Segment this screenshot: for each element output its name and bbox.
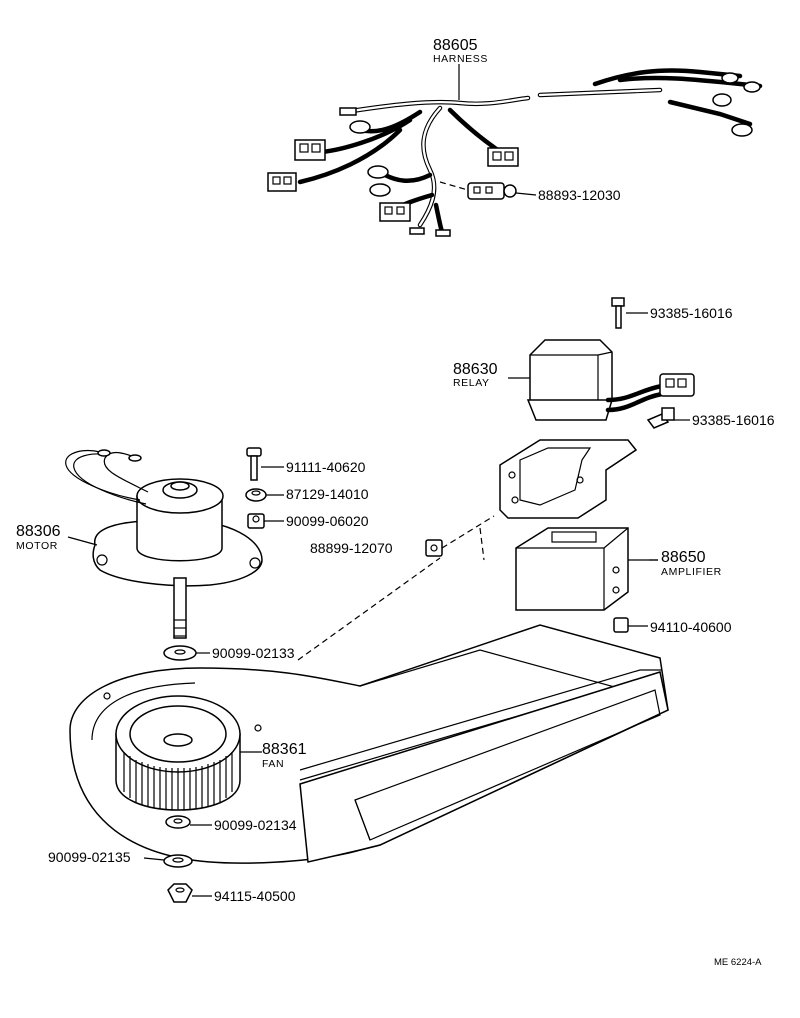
nut-94115 — [167, 883, 212, 903]
screw-top-number: 93385-16016 — [650, 305, 733, 321]
clip-88899 — [297, 515, 495, 661]
screw-top — [611, 297, 648, 329]
washer-87129 — [245, 488, 284, 502]
nut-90099-06020 — [247, 513, 284, 529]
motor-88306 — [65, 449, 263, 639]
washer-90099-02135 — [143, 854, 193, 868]
connector-number: 88893-12030 — [538, 187, 621, 203]
reference-code: ME 6224-A — [714, 957, 762, 968]
bolt-number: 91111-40620 — [286, 459, 366, 475]
connector-88893 — [439, 181, 537, 200]
harness-assembly — [267, 68, 763, 237]
washer-c-number: 90099-02134 — [214, 817, 297, 833]
relay-88630 — [508, 339, 695, 421]
harness-name: HARNESS — [433, 53, 488, 65]
screw-side-number: 93385-16016 — [692, 412, 775, 428]
nut-c-number: 94115-40500 — [214, 888, 296, 904]
nut-b-number: 94110-40600 — [650, 619, 732, 635]
motor-number: 88306 — [16, 523, 61, 540]
washer-a-number: 87129-14010 — [286, 486, 369, 502]
amplifier-88650 — [515, 527, 658, 611]
relay-number: 88630 — [453, 361, 498, 378]
nut-a-number: 90099-06020 — [286, 513, 369, 529]
screw-side — [646, 407, 690, 429]
harness-number: 88605 — [433, 37, 478, 54]
washer-90099-02134 — [165, 815, 212, 829]
washer-90099-02133 — [163, 645, 210, 661]
motor-name: MOTOR — [16, 540, 58, 552]
nut-94110 — [613, 617, 648, 633]
fan-88361 — [115, 695, 262, 811]
relay-name: RELAY — [453, 377, 490, 389]
bracket — [499, 439, 638, 519]
washer-b-number: 90099-02133 — [212, 645, 295, 661]
washer-d-number: 90099-02135 — [48, 849, 131, 865]
amplifier-number: 88650 — [661, 549, 706, 566]
bolt-91111 — [246, 447, 284, 481]
amplifier-name: AMPLIFIER — [661, 566, 722, 578]
fan-number: 88361 — [262, 741, 307, 758]
fan-name: FAN — [262, 758, 284, 770]
clip-number: 88899-12070 — [310, 540, 393, 556]
